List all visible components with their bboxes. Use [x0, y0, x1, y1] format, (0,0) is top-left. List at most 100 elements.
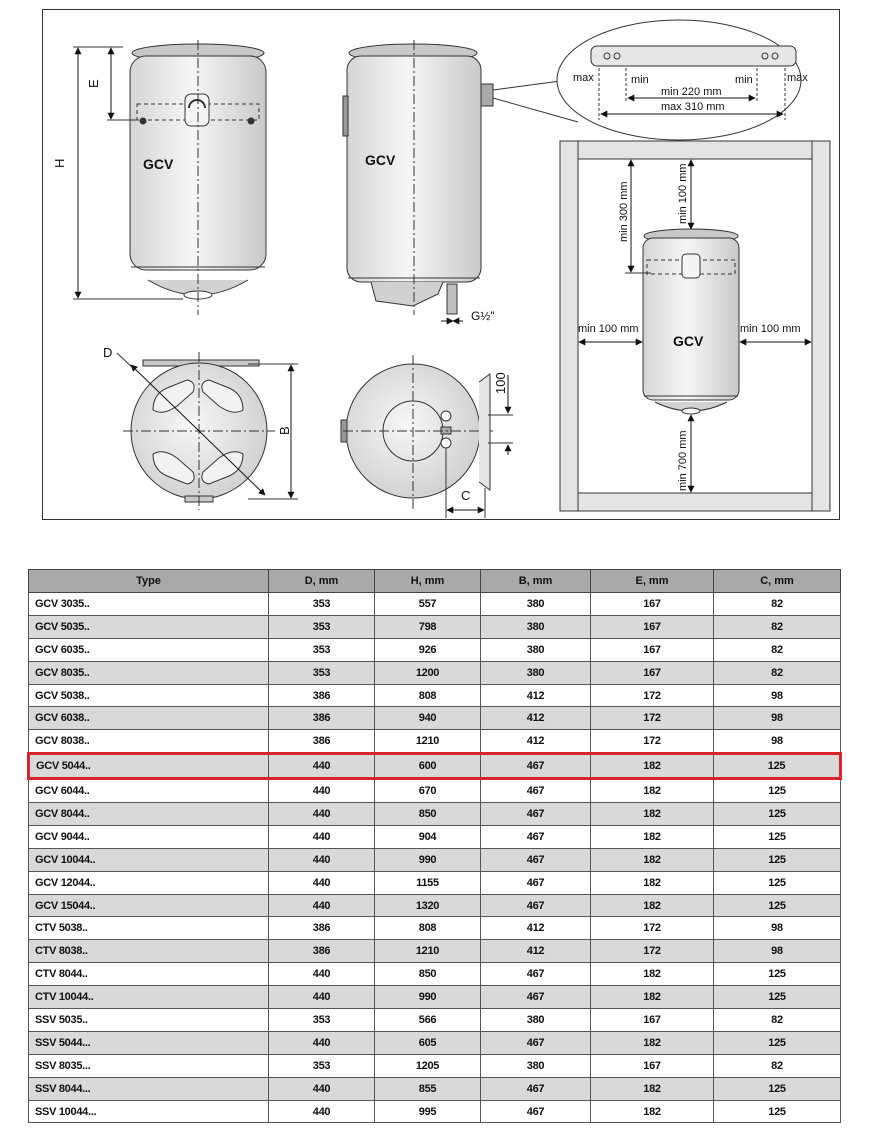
- cell-b: 467: [480, 870, 591, 895]
- cell-c: 82: [713, 1008, 841, 1032]
- cell-b: 467: [480, 1030, 591, 1055]
- cell-type: GCV 8035..: [28, 660, 269, 685]
- cell-type: SSV 5044...: [28, 1030, 269, 1055]
- cell-d: 440: [268, 824, 375, 849]
- cell-e: 182: [590, 1076, 714, 1101]
- cell-h: 808: [374, 683, 481, 708]
- cell-h: 1210: [374, 729, 481, 755]
- cell-d: 353: [268, 660, 375, 685]
- cell-h: 904: [374, 824, 481, 849]
- cell-e: 182: [590, 1099, 714, 1124]
- cell-h: 855: [374, 1076, 481, 1101]
- header-d: D, mm: [268, 569, 375, 593]
- cell-b: 380: [480, 614, 591, 639]
- cell-type: GCV 12044..: [28, 870, 269, 895]
- cell-type: GCV 8038..: [28, 729, 269, 755]
- cell-e: 172: [590, 729, 714, 755]
- cell-d: 440: [268, 1099, 375, 1124]
- cell-h: 1320: [374, 893, 481, 918]
- cell-e: 167: [590, 592, 714, 616]
- cell-d: 353: [268, 592, 375, 616]
- cell-d: 386: [268, 729, 375, 755]
- clearance-top-300: min 300 mm: [618, 181, 630, 242]
- cell-c: 82: [713, 637, 841, 662]
- cell-d: 440: [268, 752, 375, 781]
- clearance-bottom: min 700 mm: [677, 430, 689, 491]
- cell-b: 467: [480, 824, 591, 849]
- cell-c: 125: [713, 1099, 841, 1124]
- cell-b: 467: [480, 893, 591, 918]
- cell-d: 440: [268, 847, 375, 872]
- cell-d: 386: [268, 706, 375, 731]
- cell-e: 167: [590, 614, 714, 639]
- cell-d: 440: [268, 962, 375, 987]
- cell-e: 172: [590, 916, 714, 941]
- cell-d: 440: [268, 802, 375, 826]
- cell-type: SSV 8044...: [28, 1076, 269, 1101]
- top-view-right: 100 C: [340, 355, 513, 518]
- dim-b-label: B: [277, 426, 292, 435]
- cell-h: 1205: [374, 1053, 481, 1078]
- cell-b: 467: [480, 1076, 591, 1101]
- header-c: C, mm: [713, 569, 841, 593]
- cell-h: 926: [374, 637, 481, 662]
- cell-b: 412: [480, 729, 591, 755]
- cell-c: 98: [713, 706, 841, 731]
- cell-c: 125: [713, 847, 841, 872]
- cell-h: 1155: [374, 870, 481, 895]
- cell-b: 380: [480, 592, 591, 616]
- cell-type: GCV 5044..: [27, 752, 269, 781]
- cell-d: 353: [268, 1053, 375, 1078]
- cell-type: GCV 5038..: [28, 683, 269, 708]
- cell-c: 98: [713, 939, 841, 964]
- cell-type: GCV 9044..: [28, 824, 269, 849]
- cell-b: 467: [480, 985, 591, 1010]
- cell-e: 167: [590, 1053, 714, 1078]
- cell-h: 566: [374, 1008, 481, 1032]
- cell-b: 380: [480, 1053, 591, 1078]
- header-e: E, mm: [590, 569, 714, 593]
- header-b: B, mm: [480, 569, 591, 593]
- cell-c: 82: [713, 660, 841, 685]
- cell-c: 125: [713, 1076, 841, 1101]
- cell-d: 353: [268, 614, 375, 639]
- cell-c: 125: [713, 824, 841, 849]
- clearance-model-label: GCV: [673, 333, 704, 349]
- cell-c: 125: [713, 752, 842, 781]
- cell-h: 850: [374, 802, 481, 826]
- cell-e: 167: [590, 637, 714, 662]
- cell-type: GCV 6038..: [28, 706, 269, 731]
- cell-d: 440: [268, 893, 375, 918]
- cell-type: GCV 15044..: [28, 893, 269, 918]
- cell-e: 182: [590, 1030, 714, 1055]
- clearance-right: min 100 mm: [740, 323, 801, 335]
- cell-e: 182: [590, 985, 714, 1010]
- side-view: G½" GCV: [342, 40, 495, 325]
- cell-e: 172: [590, 939, 714, 964]
- cell-h: 850: [374, 962, 481, 987]
- cell-c: 98: [713, 916, 841, 941]
- cell-d: 440: [268, 1076, 375, 1101]
- cell-type: GCV 6035..: [28, 637, 269, 662]
- cell-h: 808: [374, 916, 481, 941]
- dim-d-label: D: [103, 345, 112, 360]
- cell-d: 440: [268, 1030, 375, 1055]
- bracket-min-left: min: [631, 74, 649, 86]
- cell-c: 98: [713, 729, 841, 755]
- front-model-label: GCV: [143, 156, 174, 172]
- offset-label: 100: [493, 372, 508, 394]
- top-view-left: D B: [103, 345, 298, 510]
